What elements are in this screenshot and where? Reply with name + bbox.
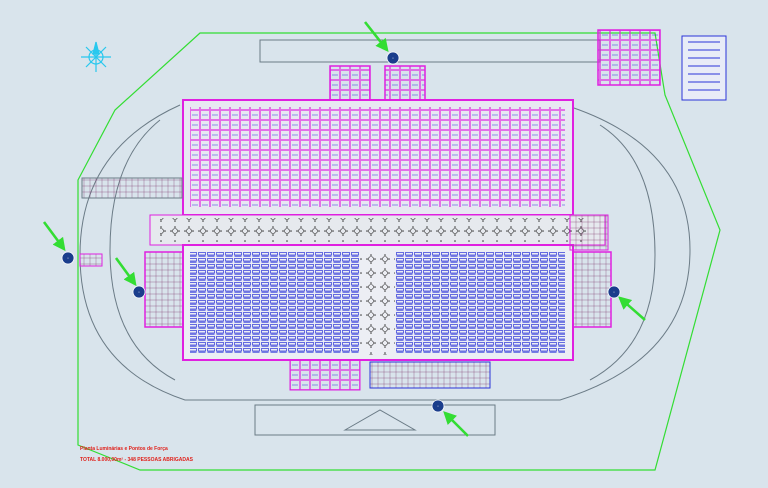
svg-text:◦: ◦ — [67, 256, 70, 262]
marker-west-inner[interactable]: ◦ — [132, 285, 146, 299]
evacuation-arrows — [42, 21, 646, 437]
marker-west-outer[interactable]: ◦ — [61, 251, 75, 265]
svg-text:◦: ◦ — [138, 290, 141, 296]
svg-text:◦: ◦ — [392, 56, 395, 62]
marker-east[interactable]: ◦ — [607, 285, 621, 299]
title-block — [597, 29, 661, 86]
site-outline — [79, 39, 691, 436]
plan-title: Planta Luminárias e Pontos de Força — [80, 446, 168, 452]
marker-south-entrance[interactable]: ◦ — [431, 399, 445, 413]
main-building — [79, 65, 612, 391]
compass-icon — [81, 41, 111, 72]
legend-table — [681, 35, 727, 101]
plan-total: TOTAL 8.000,00m² - 348 PESSOAS ABRIGADAS — [80, 457, 193, 463]
marker-north-entrance[interactable]: ◦ — [386, 51, 400, 65]
svg-text:◦: ◦ — [613, 290, 616, 296]
svg-text:◦: ◦ — [437, 404, 440, 410]
